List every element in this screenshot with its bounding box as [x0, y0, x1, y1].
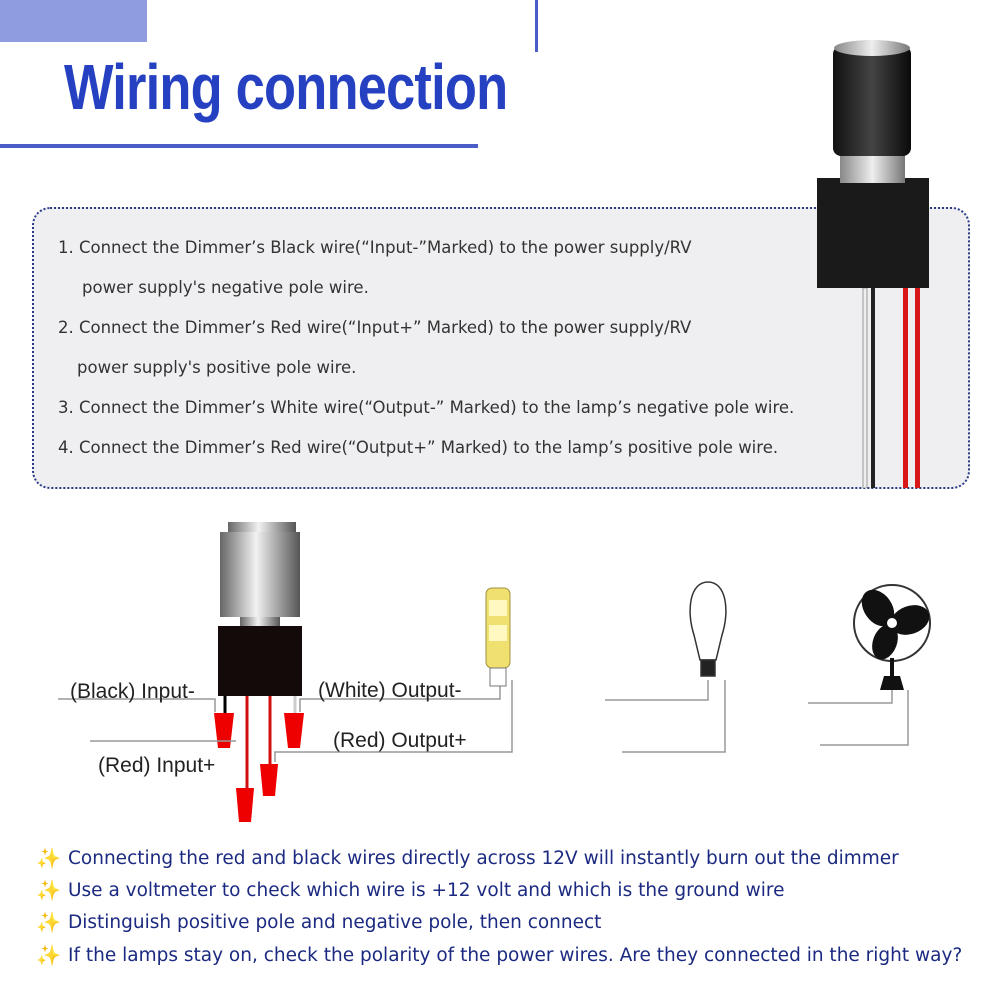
dimmer-product-image: [817, 40, 929, 488]
step-2-cont: power supply's positive pole wire.: [77, 358, 357, 377]
step-4: 4. Connect the Dimmer’s Red wire(“Output…: [58, 438, 779, 457]
fan-icon: [853, 584, 931, 690]
title-underline: [0, 144, 478, 148]
sparkle-icon: ✨: [36, 846, 61, 870]
instructions-panel: [32, 207, 970, 489]
led-bulb-icon: [485, 587, 511, 687]
note-2: ✨ Use a voltmeter to check which wire is …: [36, 878, 785, 902]
incandescent-bulb-icon: [689, 581, 727, 677]
note-text: Use a voltmeter to check which wire is +…: [68, 879, 785, 901]
sparkle-icon: ✨: [36, 878, 61, 902]
dimmer-illustration: [214, 522, 304, 822]
note-1: ✨ Connecting the red and black wires dire…: [36, 846, 899, 870]
note-4: ✨ If the lamps stay on, check the polarit…: [36, 943, 962, 967]
decorative-corner-block: [0, 0, 147, 42]
label-white-output: (White) Output-: [318, 679, 462, 702]
note-3: ✨ Distinguish positive pole and negative …: [36, 910, 601, 934]
leader-lines: [58, 680, 909, 762]
sparkle-icon: ✨: [36, 910, 61, 934]
wiring-diagram: (Black) Input- (Red) Input+ (White) Outp…: [58, 522, 931, 822]
note-text: Distinguish positive pole and negative p…: [68, 911, 602, 933]
sparkle-icon: ✨: [36, 943, 61, 967]
decorative-divider: [535, 0, 538, 52]
label-red-output: (Red) Output+: [333, 729, 467, 752]
note-text: If the lamps stay on, check the polarity…: [68, 944, 963, 966]
step-1: 1. Connect the Dimmer’s Black wire(“Inpu…: [58, 238, 692, 257]
step-2: 2. Connect the Dimmer’s Red wire(“Input+…: [58, 318, 692, 337]
page-title: Wiring connection: [64, 51, 508, 123]
label-red-input: (Red) Input+: [98, 754, 215, 777]
step-3: 3. Connect the Dimmer’s White wire(“Outp…: [58, 398, 795, 417]
label-black-input: (Black) Input-: [70, 680, 195, 703]
step-1-cont: power supply's negative pole wire.: [82, 278, 369, 297]
note-text: Connecting the red and black wires direc…: [68, 847, 899, 869]
